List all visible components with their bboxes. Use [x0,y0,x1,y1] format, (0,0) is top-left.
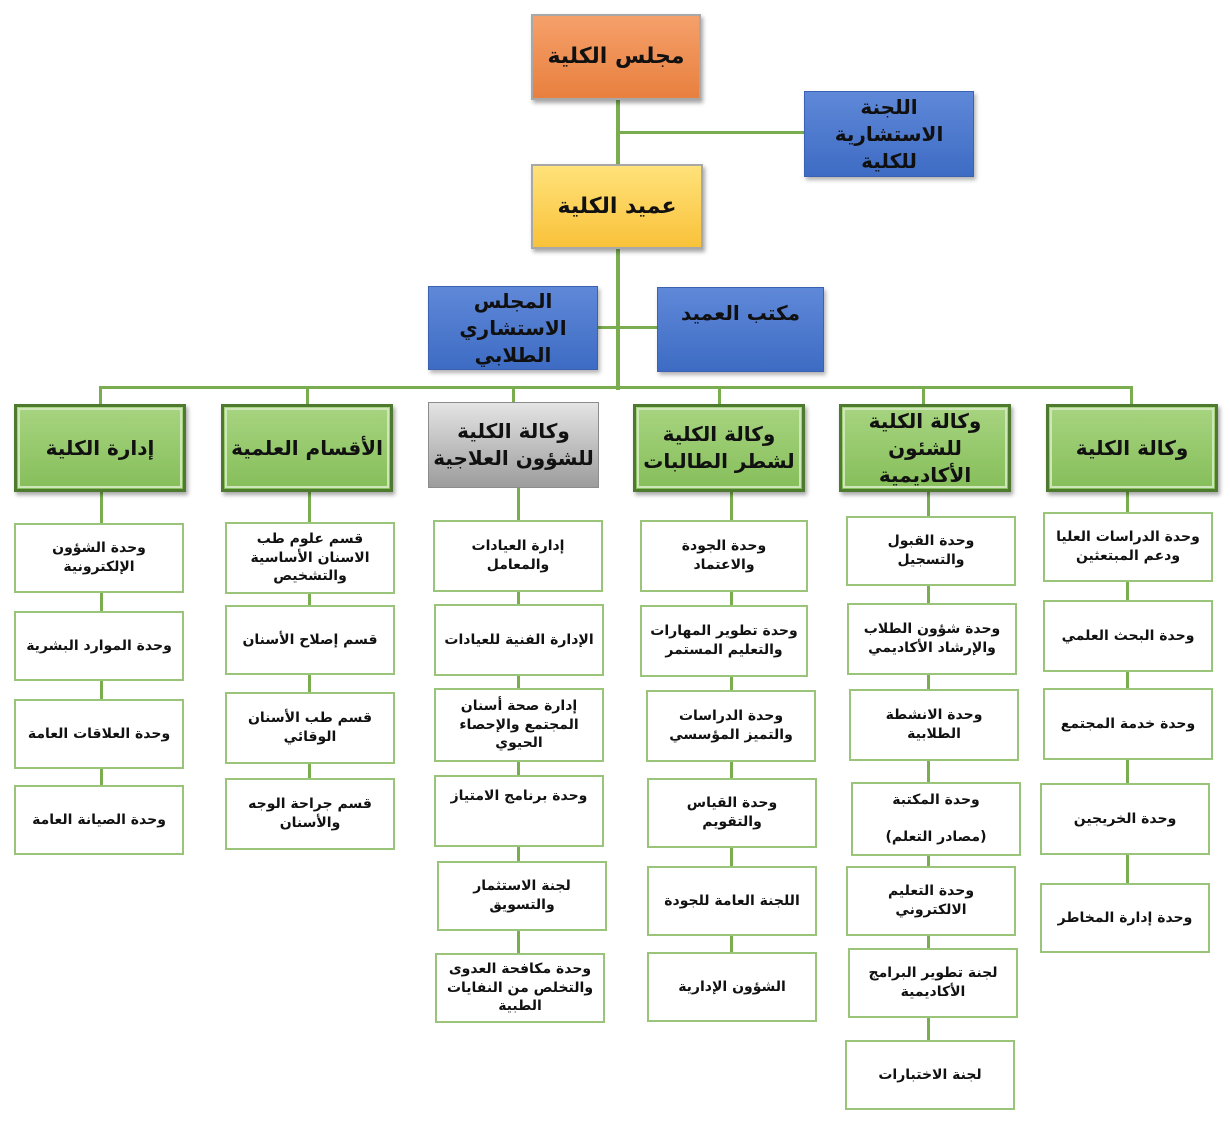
unit-box: لجنة الاستثمار والتسويق [437,861,607,931]
column-head: وكالة الكلية [1046,404,1218,492]
unit-box: وحدة التعليم الالكتروني [846,866,1016,936]
column-head: الأقسام العلمية [221,404,393,492]
unit-box: وحدة خدمة المجتمع [1043,688,1213,760]
advisory-committee-box: اللجنة الاستشارية للكلية [804,91,974,177]
connector [512,386,515,402]
unit-box: إدارة صحة أسنان المجتمع والإحصاء الحيوي [434,688,604,762]
unit-box: الشؤون الإدارية [647,952,817,1022]
connector [306,386,309,406]
connector [922,386,925,406]
connector [618,131,806,134]
unit-box: قسم جراحة الوجه والأسنان [225,778,395,850]
faculty-council-box: مجلس الكلية [531,14,701,100]
unit-box: وحدة الجودة والاعتماد [640,520,808,592]
unit-box: وحدة العلاقات العامة [14,699,184,769]
unit-box: وحدة القياس والتقويم [647,778,817,848]
unit-box: قسم إصلاح الأسنان [225,605,395,675]
unit-box: قسم طب الأسنان الوقائي [225,692,395,764]
unit-box: لجنة الاختبارات [845,1040,1015,1110]
unit-box: وحدة الموارد البشرية [14,611,184,681]
unit-box: لجنة تطوير البرامج الأكاديمية [848,948,1018,1018]
unit-box: وحدة القبول والتسجيل [846,516,1016,586]
student-advisory-council-box: المجلس الاستشاري الطلابي [428,286,598,370]
unit-box: إدارة العيادات والمعامل [433,520,603,592]
dean-office-box: مكتب العميد [657,287,824,372]
connector [598,326,658,329]
unit-box: وحدة برنامج الامتياز [434,775,604,847]
unit-box: وحدة الدراسات والتميز المؤسسي [646,690,816,762]
unit-box: وحدة إدارة المخاطر [1040,883,1210,953]
unit-box: اللجنة العامة للجودة [647,866,817,936]
unit-box: وحدة الدراسات العليا ودعم المبتعثين [1043,512,1213,582]
unit-box: قسم علوم طب الاسنان الأساسية والتشخيص [225,522,395,594]
unit-box: الإدارة الفنية للعيادات [434,604,604,676]
unit-box: وحدة الانشطة الطلابية [849,689,1019,761]
connector [718,386,721,406]
unit-box: وحدة الشؤون الإلكترونية [14,523,184,593]
column-head: وكالة الكلية لشطر الطالبات [633,404,805,492]
column-head: وكالة الكلية للشؤون العلاجية [428,402,599,488]
unit-box: وحدة البحث العلمي [1043,600,1213,672]
connector [99,386,1132,389]
unit-box: وحدة شؤون الطلاب والإرشاد الأكاديمي [847,603,1017,675]
column-head: وكالة الكلية للشئون الأكاديمية [839,404,1011,492]
column-head: إدارة الكلية [14,404,186,492]
unit-box: وحدة الخريجين [1040,783,1210,855]
unit-box: وحدة مكافحة العدوى والتخلص من النفايات ا… [435,953,605,1023]
connector [1130,386,1133,406]
unit-box: وحدة الصيانة العامة [14,785,184,855]
connector [99,386,102,406]
unit-box: وحدة تطوير المهارات والتعليم المستمر [640,605,808,677]
unit-box: وحدة المكتبة (مصادر التعلم) [851,782,1021,856]
dean-box: عميد الكلية [531,164,703,249]
connector [927,490,930,1050]
